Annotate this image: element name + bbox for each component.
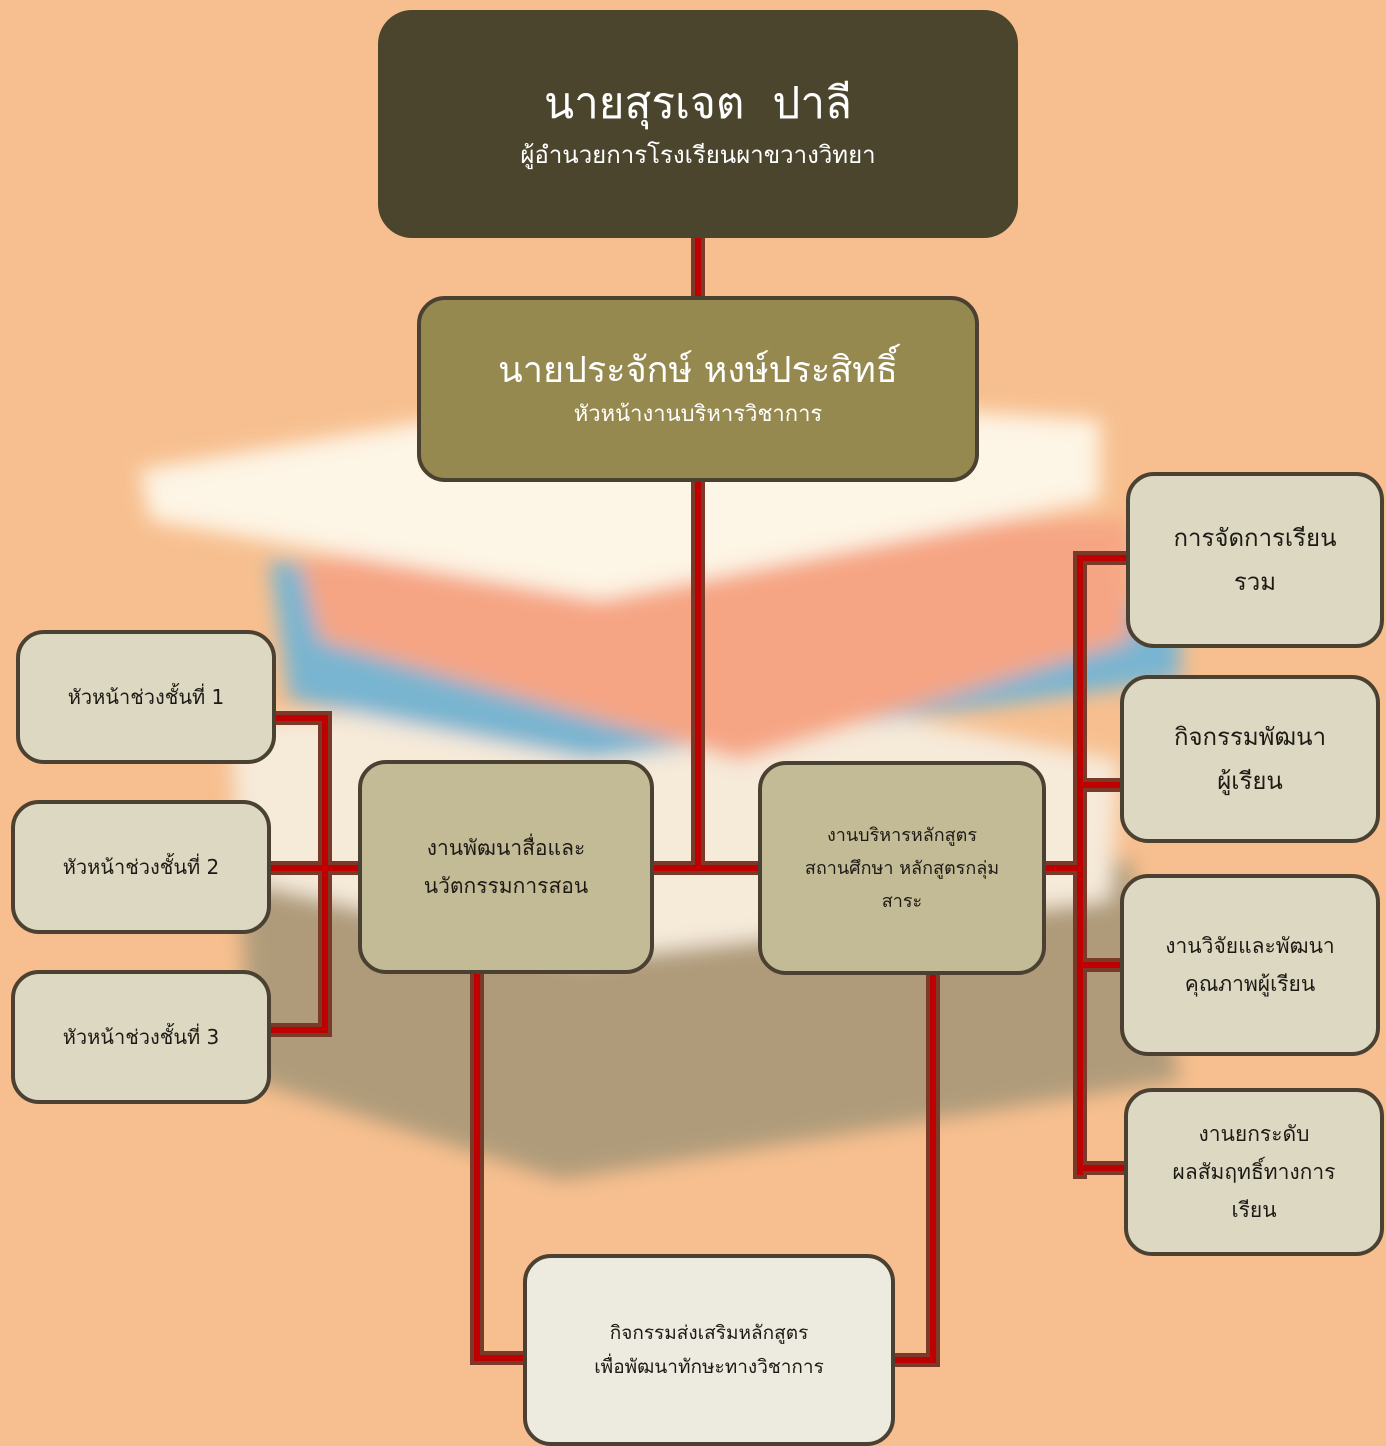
director-box: นายสุรเจต ปาลี ผู้อำนวยการโรงเรียนผาขวาง… <box>378 10 1018 238</box>
grade-level-head-label-1: หัวหน้าช่วงชั้นที่ 1 <box>67 685 225 709</box>
achievement-raising-line3: เรียน <box>1231 1198 1277 1222</box>
curriculum-admin-unit-box: งานบริหารหลักสูตร สถานศึกษา หลักสูตรกลุ่… <box>758 761 1046 975</box>
research-quality-box: งานวิจัยและพัฒนา คุณภาพผู้เรียน <box>1120 874 1380 1056</box>
achievement-raising-line2: ผลสัมฤทธิ์ทางการ <box>1172 1160 1336 1184</box>
media-innovation-unit-box: งานพัฒนาสื่อและ นวัตกรรมการสอน <box>358 760 654 974</box>
integrated-learning-line1: การจัดการเรียน <box>1173 524 1337 552</box>
curriculum-promotion-line1: กิจกรรมส่งเสริมหลักสูตร <box>609 1322 809 1344</box>
curriculum-admin-unit-line2: สถานศึกษา หลักสูตรกลุ่ม <box>804 857 1000 879</box>
academic-head-box: นายประจักษ์ หงษ์ประสิทธิ์ หัวหน้างานบริห… <box>417 296 979 482</box>
grade-level-head-label-2: หัวหน้าช่วงชั้นที่ 2 <box>62 855 220 879</box>
integrated-learning-line2: รวม <box>1233 568 1277 596</box>
director-name: นายสุรเจต ปาลี <box>543 78 853 129</box>
academic-head-title: หัวหน้างานบริหารวิชาการ <box>573 402 823 427</box>
student-development-box: กิจกรรมพัฒนา ผู้เรียน <box>1120 675 1380 843</box>
integrated-learning-box: การจัดการเรียน รวม <box>1126 472 1384 648</box>
curriculum-promotion-line2: เพื่อพัฒนาทักษะทางวิชาการ <box>594 1356 824 1378</box>
achievement-raising-box: งานยกระดับ ผลสัมฤทธิ์ทางการ เรียน <box>1124 1088 1384 1256</box>
curriculum-admin-unit-line1: งานบริหารหลักสูตร <box>826 824 978 846</box>
director-title: ผู้อำนวยการโรงเรียนผาขวางวิทยา <box>520 141 876 169</box>
grade-level-head-box-2: หัวหน้าช่วงชั้นที่ 2 <box>11 800 271 934</box>
research-quality-line2: คุณภาพผู้เรียน <box>1184 972 1316 996</box>
curriculum-promotion-box: กิจกรรมส่งเสริมหลักสูตร เพื่อพัฒนาทักษะท… <box>523 1254 895 1446</box>
student-development-line1: กิจกรรมพัฒนา <box>1173 723 1327 751</box>
achievement-raising-line1: งานยกระดับ <box>1198 1122 1310 1146</box>
grade-level-head-label-3: หัวหน้าช่วงชั้นที่ 3 <box>62 1025 220 1049</box>
academic-head-name: นายประจักษ์ หงษ์ประสิทธิ์ <box>498 350 898 391</box>
research-quality-line1: งานวิจัยและพัฒนา <box>1165 934 1335 958</box>
grade-level-head-box-1: หัวหน้าช่วงชั้นที่ 1 <box>16 630 276 764</box>
media-innovation-unit-line2: นวัตกรรมการสอน <box>423 874 589 898</box>
media-innovation-unit-line1: งานพัฒนาสื่อและ <box>426 836 586 860</box>
student-development-line2: ผู้เรียน <box>1217 767 1283 795</box>
grade-level-head-box-3: หัวหน้าช่วงชั้นที่ 3 <box>11 970 271 1104</box>
curriculum-admin-unit-line3: สาระ <box>881 890 923 912</box>
